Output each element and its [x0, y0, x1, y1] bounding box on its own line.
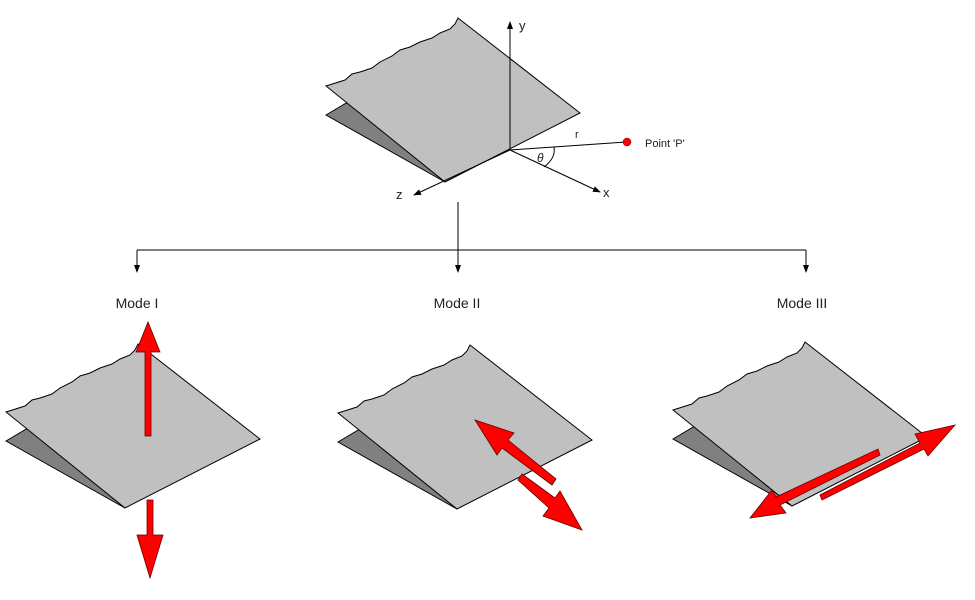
mode-1-label: Mode I	[116, 295, 159, 311]
mode-2-plate	[337, 344, 593, 510]
mode-1-plate	[5, 343, 261, 509]
r-line	[509, 141, 627, 151]
mode-1-down-arrow	[136, 499, 164, 580]
theta-arc	[543, 146, 555, 168]
mode-3-forward-arrow	[819, 424, 957, 501]
z-axis	[413, 149, 511, 196]
x-label: x	[603, 185, 610, 200]
z-label: z	[396, 187, 403, 202]
mode-2-label: Mode II	[434, 295, 481, 311]
mode-2-forward-arrow	[517, 473, 583, 531]
point-p-marker	[622, 137, 632, 147]
theta-label: θ	[537, 151, 544, 165]
mode-1-up-arrow	[135, 320, 161, 437]
hierarchy-connectors	[134, 202, 809, 273]
point-p-label: Point 'P'	[645, 138, 685, 150]
x-axis	[509, 149, 601, 193]
mode-3-plate	[672, 341, 928, 507]
r-label: r	[575, 129, 579, 141]
y-label: y	[519, 18, 526, 33]
mode-2-backward-arrow	[474, 419, 557, 486]
mode-3-backward-arrow	[749, 448, 881, 519]
mode-3-label: Mode III	[777, 295, 828, 311]
